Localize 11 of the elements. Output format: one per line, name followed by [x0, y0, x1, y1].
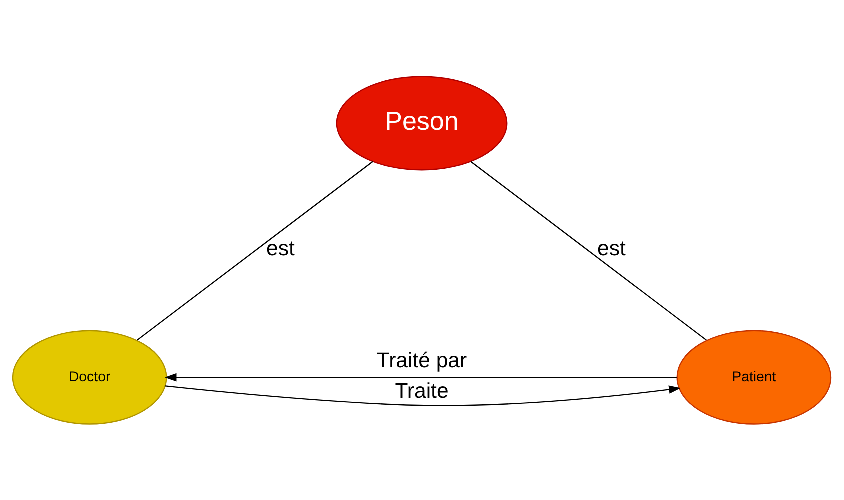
connector	[470, 160, 707, 340]
edge-label: est	[598, 236, 626, 260]
edge-label: Traite	[395, 378, 449, 403]
arrow	[164, 372, 677, 382]
edge-label: Traité par	[376, 348, 468, 372]
node-ellipse: Peson	[336, 76, 508, 170]
arrow	[165, 385, 681, 406]
edge-label: est	[266, 236, 295, 260]
node-ellipse: Patient	[676, 330, 832, 424]
node-ellipse: Doctor	[12, 330, 168, 424]
connector	[137, 160, 374, 340]
